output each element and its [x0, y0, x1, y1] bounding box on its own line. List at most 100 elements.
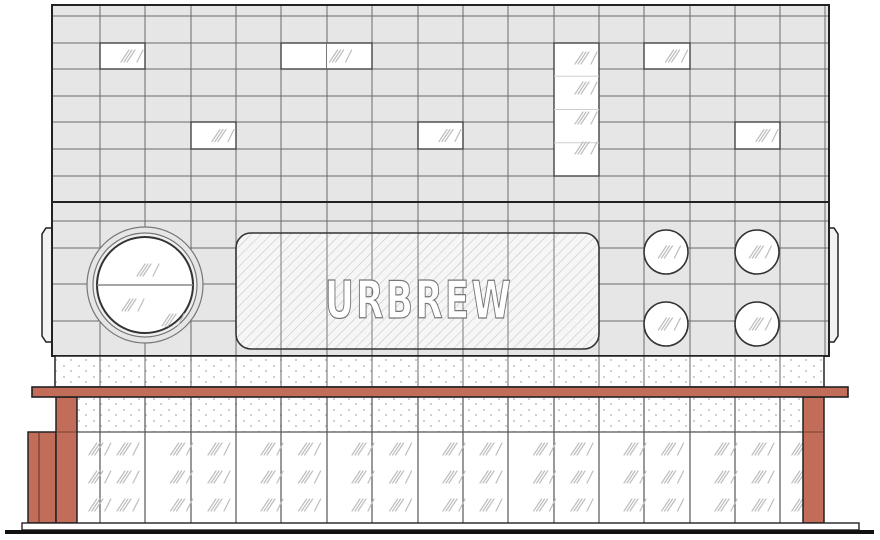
reflection-stroke [122, 498, 132, 512]
reflection-stroke [479, 470, 489, 484]
reflection-stroke [485, 470, 495, 484]
reflection-stroke [660, 498, 671, 512]
reflection-stroke [751, 470, 761, 484]
brick-canopy-beam [31, 386, 849, 398]
glass-reflection-icon [351, 498, 375, 512]
reflection-stroke [590, 111, 598, 125]
glass-reflection-icon [88, 498, 112, 512]
reflection-stroke [673, 245, 682, 259]
reflection-stroke [186, 470, 194, 484]
upper-window [643, 42, 691, 70]
reflection-stroke [751, 317, 762, 331]
reflection-stroke [176, 498, 186, 512]
glass-reflection-icon [657, 317, 682, 331]
glass-reflection-icon [623, 498, 647, 512]
reflection-stroke [152, 263, 160, 277]
reflection-stroke [623, 442, 633, 456]
glass-reflection-icon [532, 442, 557, 456]
reflection-stroke [214, 128, 224, 143]
reflection-stroke [574, 51, 584, 65]
storefront-glass [77, 432, 803, 523]
reflection-stroke [116, 498, 126, 512]
right-side-bracket [829, 227, 839, 343]
glass-reflection-icon [88, 442, 112, 456]
reflection-stroke [580, 111, 590, 125]
reflection-stroke [626, 498, 636, 512]
reflection-stroke [211, 128, 221, 143]
reflection-stroke [167, 313, 177, 327]
reflection-stroke [573, 498, 583, 512]
reflection-stroke [121, 298, 131, 312]
reflection-stroke [573, 442, 583, 456]
reflection-stroke [586, 470, 594, 484]
reflection-stroke [367, 442, 375, 456]
glass-reflection-icon [623, 442, 647, 456]
reflection-stroke [791, 498, 801, 512]
reflection-stroke [442, 498, 452, 512]
reflection-stroke [448, 470, 458, 484]
reflection-stroke [720, 498, 730, 512]
reflection-stroke [304, 470, 314, 484]
reflection-stroke [124, 298, 134, 312]
glass-reflection-icon [532, 498, 557, 512]
glass-reflection-icon [442, 498, 466, 512]
reflection-stroke [335, 49, 345, 63]
reflection-stroke [104, 442, 112, 456]
reflection-stroke [263, 470, 273, 484]
glass-reflection-icon [714, 498, 738, 512]
reflection-stroke [794, 442, 804, 456]
reflection-stroke [395, 498, 405, 512]
base-plinth [21, 522, 860, 531]
reflection-stroke [176, 470, 186, 484]
reflection-stroke [304, 498, 314, 512]
reflection-stroke [91, 442, 101, 456]
reflection-stroke [717, 470, 727, 484]
reflection-stroke [170, 498, 180, 512]
reflection-stroke [548, 470, 557, 484]
glass-reflection-icon [442, 470, 466, 484]
glass-reflection-icon [748, 317, 773, 331]
reflection-stroke [405, 498, 413, 512]
reflection-stroke [580, 141, 590, 155]
glass-reflection-icon [442, 442, 466, 456]
reflection-stroke [495, 470, 503, 484]
reflection-stroke [757, 442, 767, 456]
reflection-stroke [479, 442, 489, 456]
glass-reflection-icon [298, 470, 322, 484]
glass-reflection-icon [116, 442, 140, 456]
glass-reflection-icon [260, 470, 284, 484]
reflection-stroke [574, 81, 584, 95]
reflection-stroke [570, 498, 580, 512]
reflection-stroke [139, 263, 149, 277]
reflection-stroke [576, 442, 586, 456]
small-round-window [734, 301, 780, 347]
reflection-stroke [442, 442, 452, 456]
reflection-stroke [445, 498, 455, 512]
reflection-stroke [657, 245, 668, 259]
glass-reflection-icon [479, 498, 503, 512]
reflection-stroke [757, 470, 767, 484]
reflection-stroke [122, 442, 132, 456]
glass-reflection-icon [714, 470, 738, 484]
reflection-stroke [639, 470, 647, 484]
reflection-stroke [119, 498, 129, 512]
reflection-stroke [458, 470, 466, 484]
reflection-stroke [576, 470, 586, 484]
reflection-stroke [482, 498, 492, 512]
reflection-stroke [392, 442, 402, 456]
reflection-stroke [266, 442, 276, 456]
reflection-stroke [764, 245, 773, 259]
glass-reflection-icon [574, 141, 598, 155]
reflection-stroke [260, 498, 270, 512]
reflection-stroke [223, 442, 231, 456]
reflection-stroke [673, 317, 682, 331]
reflection-stroke [590, 141, 598, 155]
reflection-stroke [298, 442, 308, 456]
glass-reflection-icon [570, 498, 594, 512]
reflection-stroke [207, 498, 217, 512]
upper-cladding-fill [52, 5, 829, 202]
reflection-stroke [720, 442, 730, 456]
reflection-stroke [754, 470, 764, 484]
reflection-stroke [276, 470, 284, 484]
reflection-stroke [657, 317, 668, 331]
